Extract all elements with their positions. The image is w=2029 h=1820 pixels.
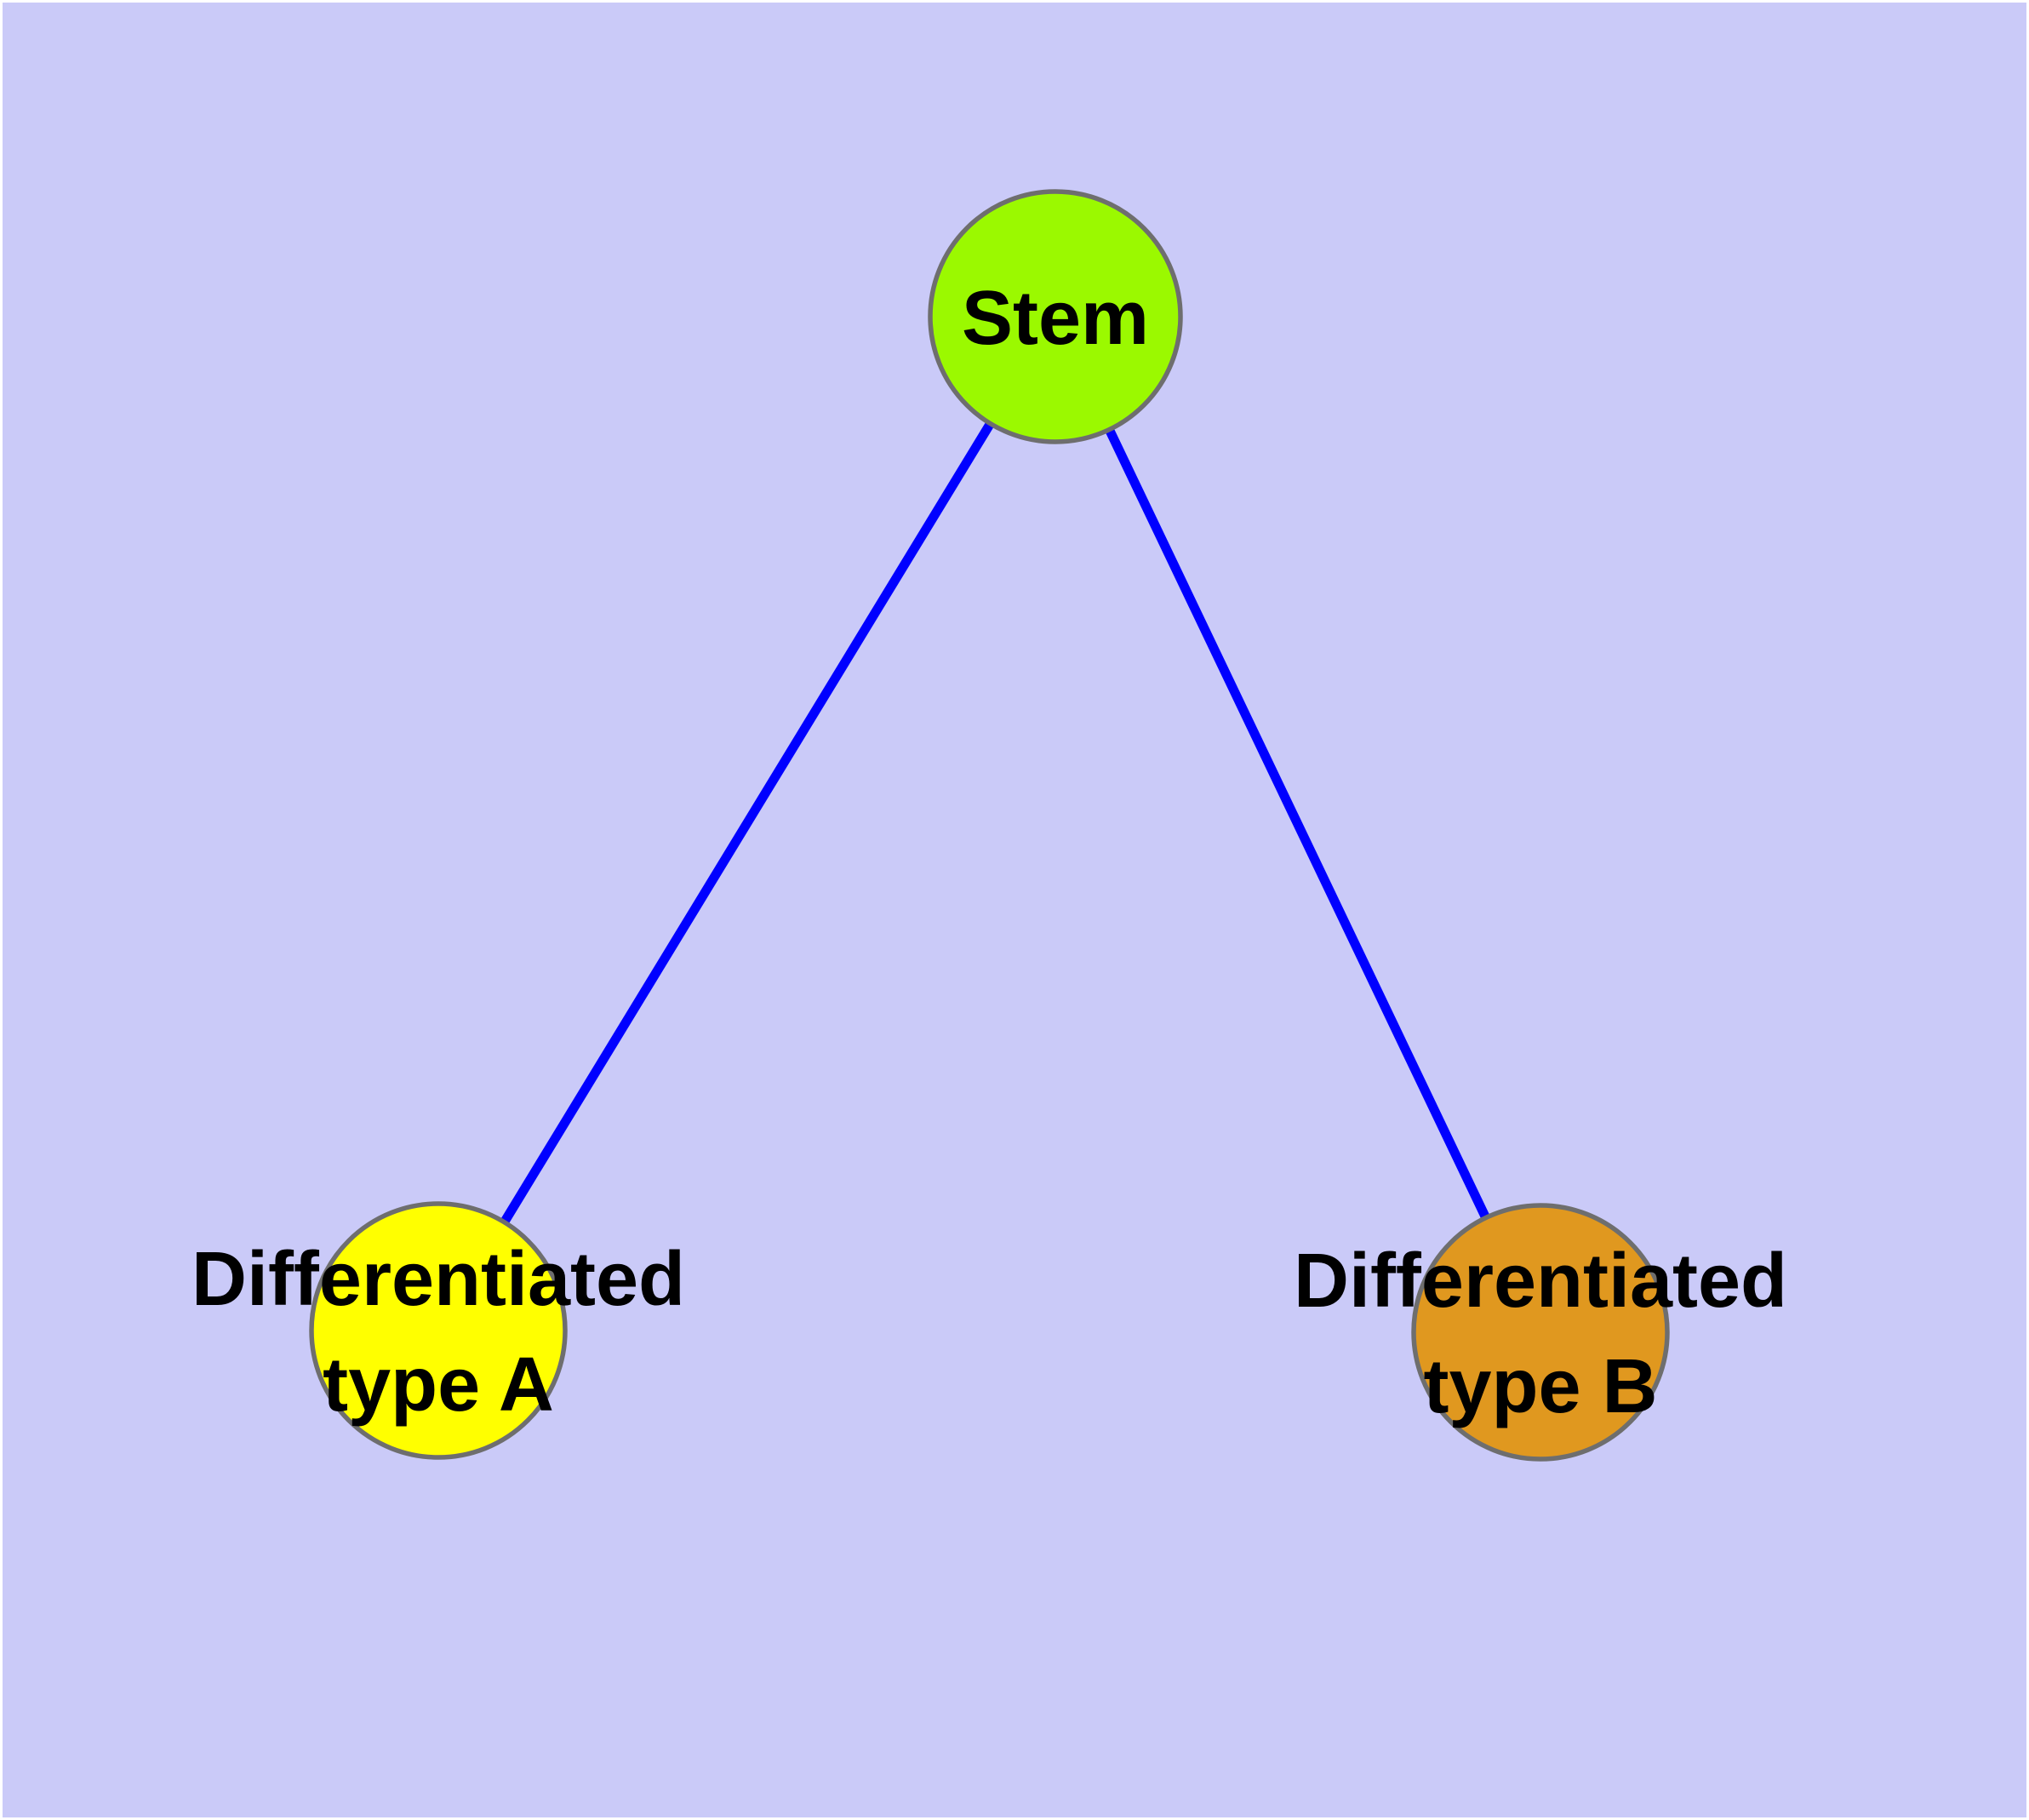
node-type-b-label-line1: Differentiated — [1294, 1239, 1787, 1324]
node-differentiated-type-b: Differentiated type B — [1294, 1203, 1787, 1462]
node-type-b-circle — [1411, 1203, 1670, 1462]
node-differentiated-type-a: Differentiated type A — [191, 1201, 685, 1460]
node-stem-circle — [928, 189, 1183, 444]
node-type-b-label-line2: type B — [1423, 1344, 1657, 1429]
node-type-a-label-line1: Differentiated — [191, 1237, 685, 1322]
edge-stem-to-type-a — [434, 314, 1060, 1333]
node-type-a-circle — [309, 1201, 568, 1460]
node-stem: Stem — [928, 189, 1183, 444]
edge-stem-to-type-b — [1051, 314, 1545, 1335]
node-stem-label: Stem — [962, 276, 1149, 361]
node-type-a-label-line2: type A — [323, 1342, 554, 1428]
